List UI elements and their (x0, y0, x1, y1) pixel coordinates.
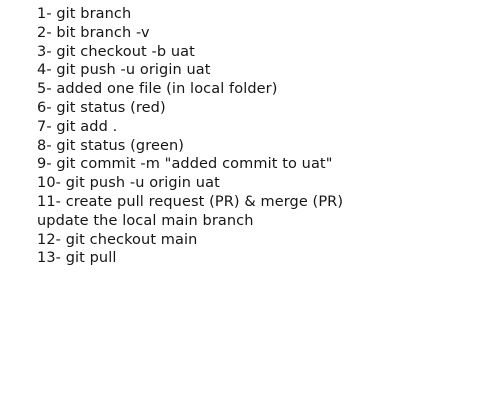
list-item: update the local main branch (37, 212, 254, 229)
list-item: 4- git push -u origin uat (37, 62, 211, 79)
list-item: 1- git branch (37, 6, 132, 22)
list-item: 9- git commit -m "added commit to uat" (37, 156, 333, 173)
list-item: 10- git push -u origin uat (37, 175, 220, 192)
list-item: 8- git status (green) (37, 137, 185, 154)
list-item: 13- git pull (37, 250, 117, 267)
list-item: 7- git add . (37, 118, 118, 135)
list-item: 11- create pull request (PR) & merge (PR… (37, 193, 344, 210)
command-list: 1- git branch 2- bit branch -v 3- git ch… (37, 5, 343, 268)
list-item: 2- bit branch -v (37, 24, 150, 41)
list-item: 5- added one file (in local folder) (37, 81, 278, 98)
list-item: 3- git checkout -b uat (37, 43, 195, 60)
list-item: 12- git checkout main (37, 231, 198, 248)
list-item: 6- git status (red) (37, 99, 166, 116)
